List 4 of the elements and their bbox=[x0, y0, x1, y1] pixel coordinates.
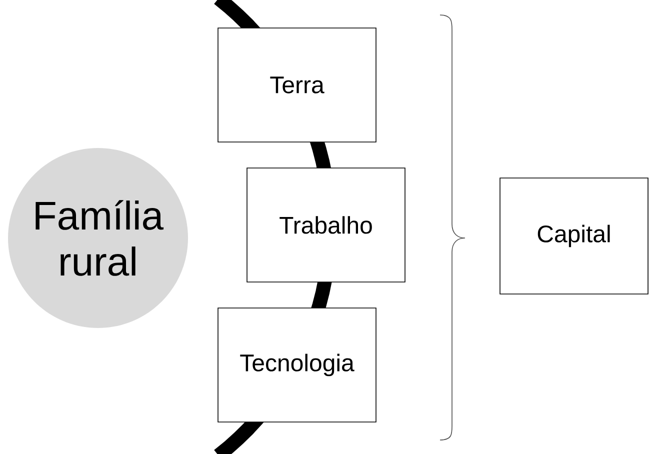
text-box: Tecnologia bbox=[218, 308, 376, 422]
text-box: Terra bbox=[218, 28, 376, 142]
text-box: Trabalho bbox=[246, 168, 406, 282]
text-box: Capital bbox=[500, 178, 648, 294]
